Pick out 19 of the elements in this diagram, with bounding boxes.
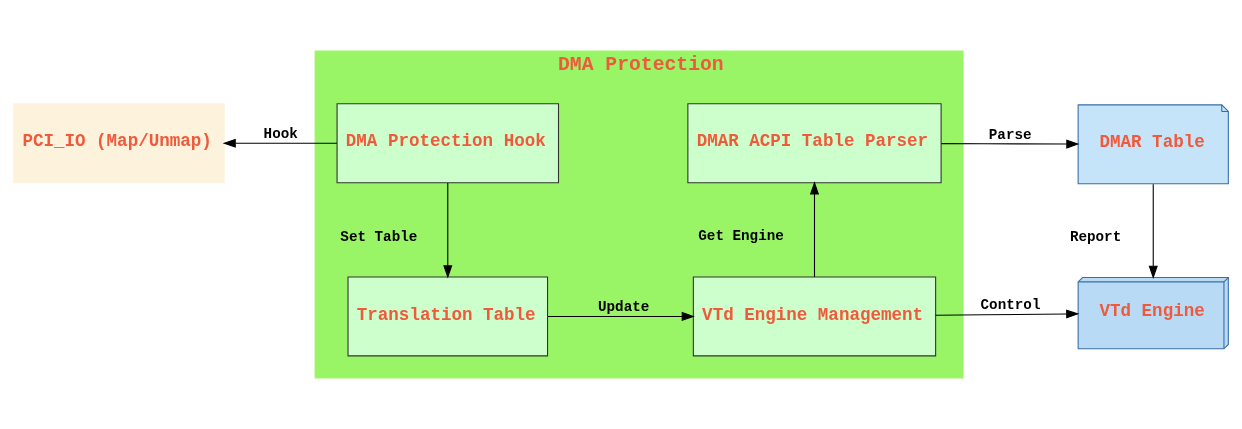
edge-label: Hook <box>263 126 298 143</box>
edge-label: Update <box>597 299 650 316</box>
edge-label: Set Table <box>340 228 418 245</box>
arrow <box>935 309 1080 319</box>
node-box: Translation Table <box>347 276 549 357</box>
edge-label: Parse <box>988 127 1032 144</box>
edge-label: Control <box>980 297 1041 314</box>
node-box: PCI_IO (Map/Unmap) <box>13 103 225 184</box>
node-box: DMA Protection Hook <box>336 103 560 184</box>
arrow <box>547 311 695 322</box>
node-box: DMAR ACPI Table Parser <box>687 103 942 184</box>
edge-label: Get Engine <box>698 227 784 244</box>
arrow <box>1148 183 1158 279</box>
arrow <box>940 139 1080 149</box>
node-box: VTd Engine Management <box>692 276 937 357</box>
arrow <box>222 138 338 148</box>
edge-label: Report <box>1069 229 1122 246</box>
arrow <box>809 181 820 278</box>
arrow <box>443 182 453 279</box>
